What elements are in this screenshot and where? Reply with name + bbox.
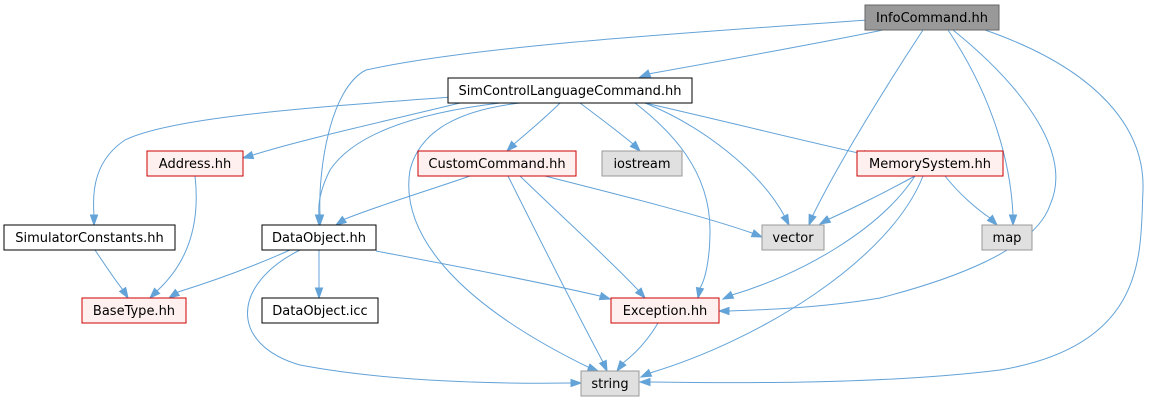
node-label-basetype: BaseType.hh bbox=[93, 304, 175, 319]
node-label-vector: vector bbox=[772, 231, 814, 246]
node-label-simconst: SimulatorConstants.hh bbox=[15, 231, 164, 246]
edge-custom-to-exception bbox=[519, 175, 646, 300]
edge-exception-to-string bbox=[616, 322, 659, 373]
node-dataobj[interactable]: DataObject.hh bbox=[261, 224, 377, 251]
node-label-exception: Exception.hh bbox=[623, 304, 708, 319]
node-box-vector bbox=[761, 224, 825, 251]
node-label-custom: CustomCommand.hh bbox=[428, 157, 565, 172]
node-label-simcl: SimControlLanguageCommand.hh bbox=[458, 84, 681, 99]
node-simconst[interactable]: SimulatorConstants.hh bbox=[3, 224, 176, 251]
node-box-simconst bbox=[3, 224, 176, 251]
node-box-basetype bbox=[81, 297, 187, 324]
node-iostream: iostream bbox=[601, 150, 683, 177]
edge-simconst-to-basetype bbox=[94, 249, 129, 300]
node-dataicc[interactable]: DataObject.icc bbox=[261, 297, 379, 324]
header-nodes: InfoCommand.hhSimControlLanguageCommand.… bbox=[3, 4, 1033, 397]
edge-simcl-to-vector bbox=[644, 102, 790, 227]
edge-memory-to-exception bbox=[721, 175, 916, 300]
node-box-custom bbox=[417, 150, 577, 177]
node-label-string: string bbox=[591, 377, 628, 392]
node-box-info bbox=[864, 4, 1000, 31]
edge-info-to-map bbox=[947, 29, 1018, 227]
node-box-map bbox=[981, 224, 1033, 251]
node-custom[interactable]: CustomCommand.hh bbox=[417, 150, 577, 177]
edge-info-to-vector bbox=[808, 29, 924, 227]
edge-simcl-to-simconst bbox=[89, 96, 453, 227]
node-simcl[interactable]: SimControlLanguageCommand.hh bbox=[447, 77, 693, 104]
edge-dataobj-to-dataicc bbox=[314, 249, 324, 300]
node-label-info: InfoCommand.hh bbox=[876, 11, 988, 26]
edge-info-to-simcl bbox=[638, 29, 884, 78]
node-box-memory bbox=[856, 150, 1004, 177]
edge-simcl-to-exception bbox=[634, 102, 711, 300]
edge-custom-to-vector bbox=[544, 175, 764, 238]
node-box-simcl bbox=[447, 77, 693, 104]
edge-custom-to-string bbox=[507, 175, 608, 373]
edge-simcl-to-custom bbox=[505, 102, 561, 153]
edge-dataobj-to-string bbox=[247, 249, 583, 388]
node-box-exception bbox=[610, 297, 720, 324]
node-box-dataobj bbox=[261, 224, 377, 251]
node-label-iostream: iostream bbox=[613, 157, 670, 172]
node-box-address bbox=[146, 150, 244, 177]
edge-simcl-to-iostream bbox=[579, 102, 642, 153]
node-label-address: Address.hh bbox=[159, 157, 231, 172]
node-label-map: map bbox=[993, 231, 1022, 246]
node-info: InfoCommand.hh bbox=[864, 4, 1000, 31]
node-label-dataobj: DataObject.hh bbox=[272, 231, 366, 246]
node-basetype[interactable]: BaseType.hh bbox=[81, 297, 187, 324]
node-label-memory: MemorySystem.hh bbox=[869, 157, 991, 172]
edge-simcl-to-address bbox=[241, 102, 461, 160]
edge-info-to-dataobj bbox=[315, 19, 869, 227]
edge-custom-to-dataobj bbox=[334, 175, 471, 226]
node-address[interactable]: Address.hh bbox=[146, 150, 244, 177]
edge-simcl-to-dataobj bbox=[314, 102, 501, 227]
node-box-iostream bbox=[601, 150, 683, 177]
edge-info-to-string bbox=[638, 29, 1144, 387]
node-exception[interactable]: Exception.hh bbox=[610, 297, 720, 324]
edge-address-to-basetype bbox=[148, 175, 197, 300]
edge-dataobj-to-exception bbox=[375, 250, 612, 301]
node-string: string bbox=[580, 370, 640, 397]
edge-memory-to-vector bbox=[818, 175, 916, 225]
edge-dataobj-to-basetype bbox=[167, 249, 291, 299]
node-box-string bbox=[580, 370, 640, 397]
edge-memory-to-string bbox=[639, 175, 924, 378]
node-label-dataicc: DataObject.icc bbox=[272, 304, 367, 319]
edge-memory-to-map bbox=[944, 175, 999, 227]
node-box-dataicc bbox=[261, 297, 379, 324]
edge-simcl-to-memory bbox=[644, 102, 875, 159]
node-map: map bbox=[981, 224, 1033, 251]
dependency-edges bbox=[89, 19, 1144, 388]
edge-simcl-to-string bbox=[408, 102, 600, 372]
node-memory[interactable]: MemorySystem.hh bbox=[856, 150, 1004, 177]
node-vector: vector bbox=[761, 224, 825, 251]
